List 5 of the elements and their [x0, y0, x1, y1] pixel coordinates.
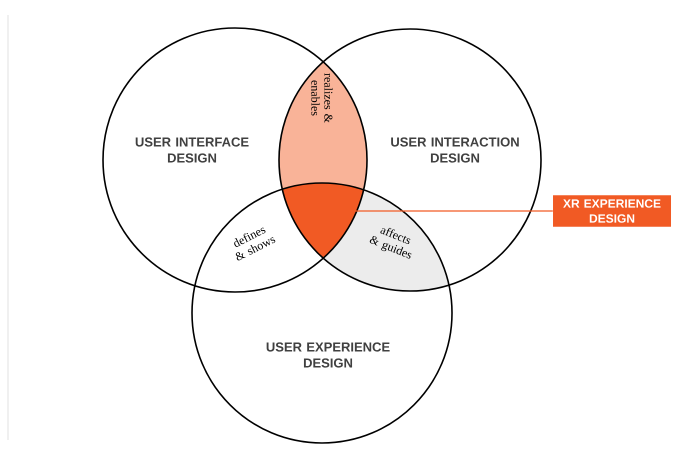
region-label: realizes & enables	[311, 73, 333, 123]
leader-line	[355, 210, 553, 212]
region-label: affects & guides	[370, 228, 412, 259]
label-box: XR EXPERIENCE DESIGN	[553, 195, 671, 227]
region-label: defines & shows	[234, 228, 276, 260]
